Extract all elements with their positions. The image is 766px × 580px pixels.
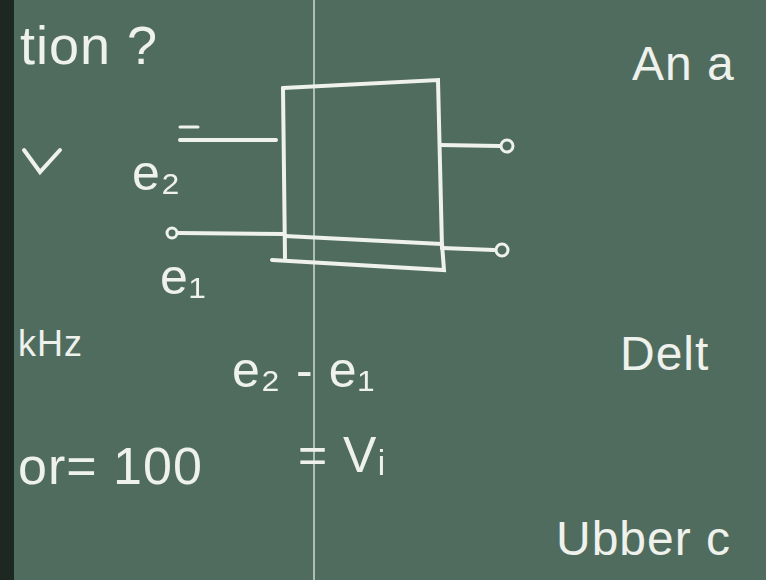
chalk-label: An a — [632, 40, 735, 88]
amplifier-block — [24, 80, 513, 270]
chalk-label: e₁ — [160, 252, 207, 302]
chalk-label: Ubber c — [556, 515, 731, 563]
terminal — [496, 244, 508, 256]
output-wire — [442, 248, 494, 250]
box-outline — [283, 80, 442, 248]
chalk-label: e₂ — [132, 148, 181, 198]
box-outline — [272, 244, 444, 270]
board-edge — [0, 0, 14, 580]
chalk-label: Delt — [620, 330, 709, 378]
chalk-label: tion ? — [20, 18, 158, 72]
input-mark — [180, 126, 198, 129]
terminal — [167, 228, 177, 238]
terminal — [501, 140, 513, 152]
chalk-label: or= 100 — [18, 440, 203, 492]
chalk-label: = Vᵢ — [298, 430, 386, 480]
chalk-label: kHz — [18, 326, 83, 362]
check-mark — [24, 150, 60, 172]
output-wire — [440, 145, 500, 146]
input-wire — [180, 138, 276, 142]
input-wire — [178, 233, 284, 234]
box-outline — [285, 236, 442, 244]
chalk-label: e₂ - e₁ — [232, 345, 375, 395]
